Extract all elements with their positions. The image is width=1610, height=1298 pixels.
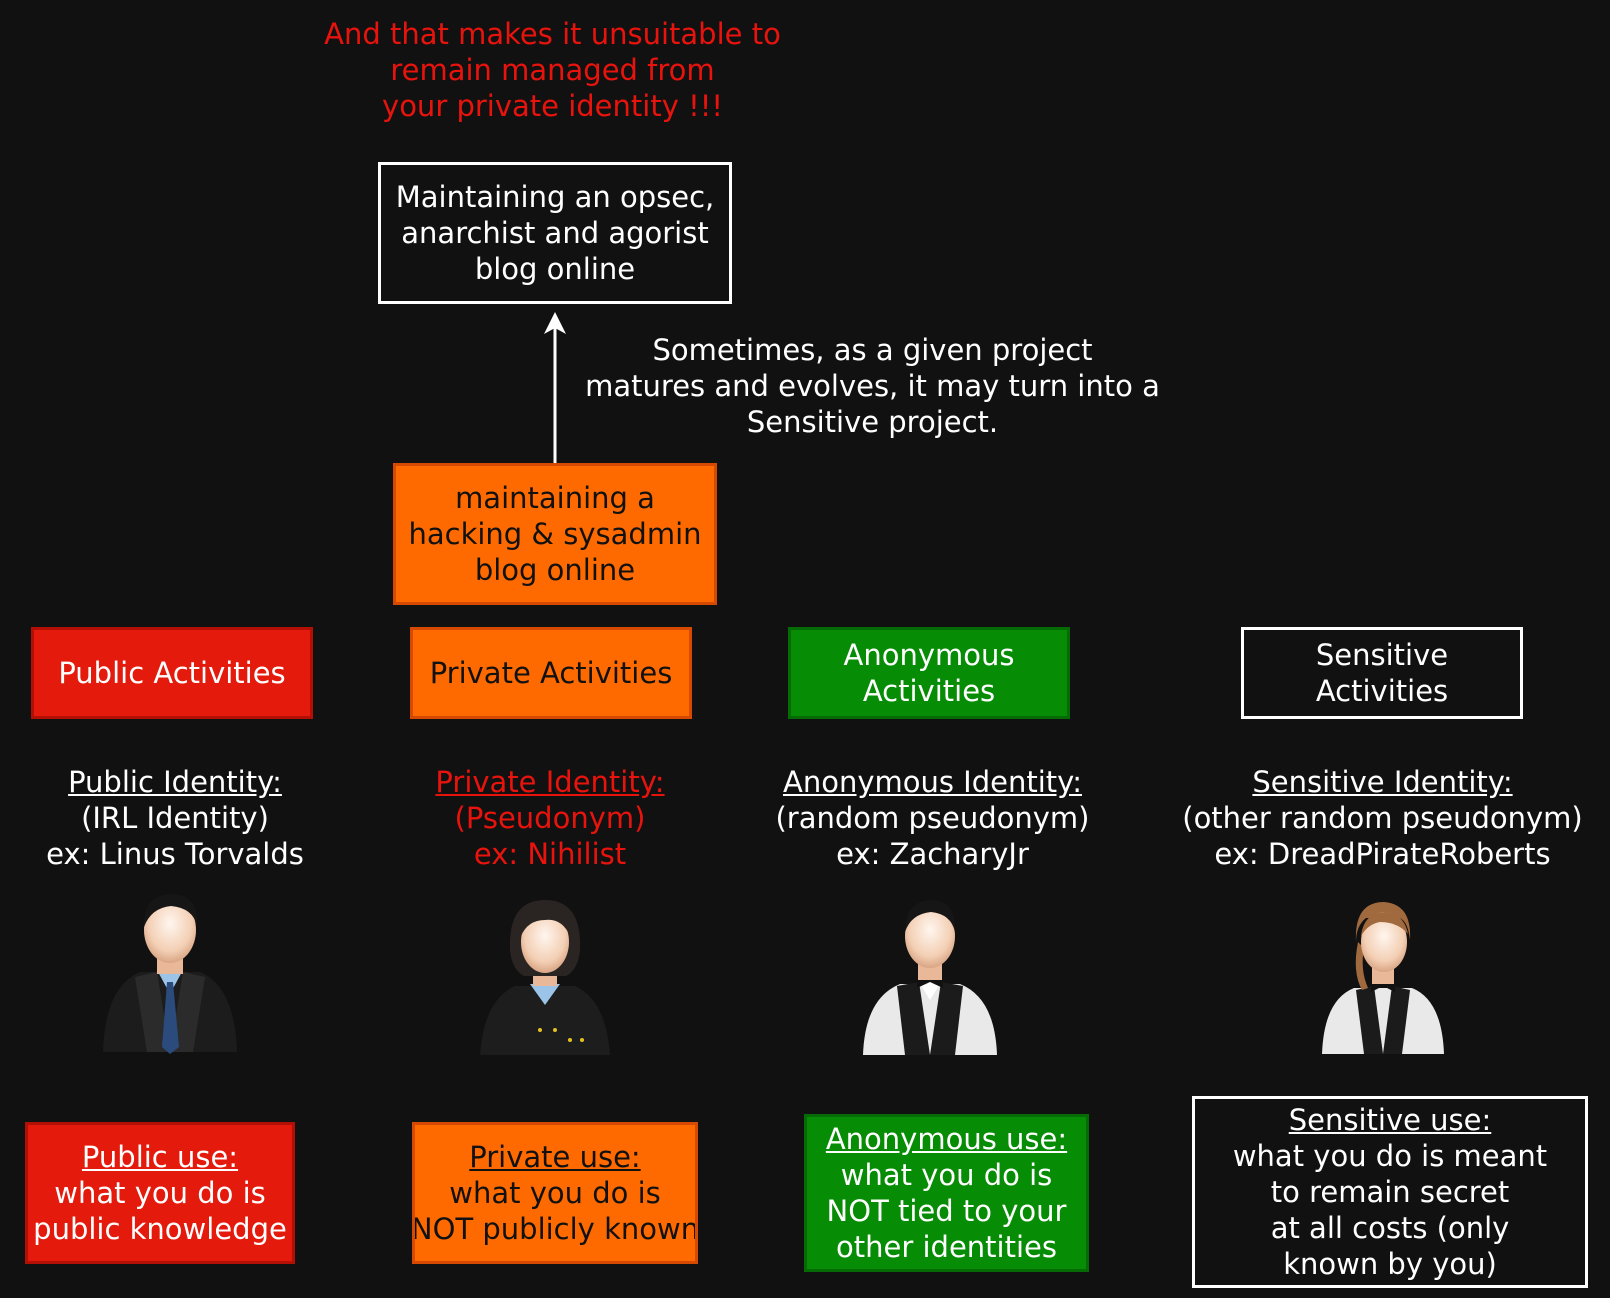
sensitive-use-box: Sensitive use: what you do is meant to r…: [1192, 1096, 1588, 1288]
use-line: what you do is: [54, 1176, 266, 1210]
use-line: what you do is: [449, 1176, 661, 1210]
use-line: public knowledge: [33, 1212, 287, 1246]
identity-line: (IRL Identity): [81, 801, 269, 835]
use-line: NOT publicly known: [412, 1212, 698, 1246]
activity-label: Sensitive: [1315, 638, 1449, 672]
waiter-woman-avatar: [1322, 902, 1444, 1054]
sensitive-identity-text: Sensitive Identity: (other random pseudo…: [1170, 764, 1595, 872]
warning-line: your private identity !!!: [382, 89, 723, 123]
use-line: NOT tied to your: [826, 1194, 1067, 1228]
warning-text: And that makes it unsuitable to remain m…: [300, 16, 805, 124]
identity-title: Sensitive Identity:: [1252, 765, 1513, 799]
activity-label: Public Activities: [58, 656, 286, 690]
anonymous-activities-box: Anonymous Activities: [788, 627, 1070, 719]
private-project-box: maintaining a hacking & sysadmin blog on…: [393, 463, 717, 605]
use-title: Public use:: [81, 1140, 239, 1174]
activity-label: Anonymous: [843, 638, 1015, 672]
sensitive-project-line: anarchist and agorist: [401, 216, 709, 250]
anonymous-identity-text: Anonymous Identity: (random pseudonym) e…: [760, 764, 1105, 872]
private-activities-box: Private Activities: [410, 627, 692, 719]
sensitive-project-box: Maintaining an opsec, anarchist and agor…: [378, 162, 732, 304]
arrow-note-line: Sometimes, as a given project: [652, 333, 1093, 367]
identity-title: Anonymous Identity:: [782, 765, 1082, 799]
identity-title: Public Identity:: [68, 765, 282, 799]
activity-label: Activities: [1315, 674, 1449, 708]
use-line: what you do is: [840, 1158, 1053, 1192]
use-title: Anonymous use:: [825, 1122, 1068, 1156]
use-line: known by you): [1283, 1247, 1497, 1281]
activity-label: Private Activities: [429, 656, 673, 690]
waiter-man-avatar: [863, 900, 997, 1055]
identity-line: ex: ZacharyJr: [836, 837, 1029, 871]
identity-line: ex: Nihilist: [473, 837, 627, 871]
use-title: Sensitive use:: [1288, 1103, 1492, 1137]
use-line: at all costs (only: [1270, 1211, 1510, 1245]
private-identity-text: Private Identity: (Pseudonym) ex: Nihili…: [395, 764, 705, 872]
man-in-suit-avatar: [103, 894, 237, 1054]
private-project-line: hacking & sysadmin: [408, 517, 702, 551]
identity-line: (Pseudonym): [454, 801, 646, 835]
arrow-note-line: matures and evolves, it may turn into a: [585, 369, 1160, 403]
woman-in-uniform-avatar: [480, 900, 610, 1055]
use-line: to remain secret: [1270, 1175, 1510, 1209]
sensitive-activities-box: Sensitive Activities: [1241, 627, 1523, 719]
use-title: Private use:: [469, 1140, 641, 1174]
activity-label: Activities: [862, 674, 996, 708]
public-identity-text: Public Identity: (IRL Identity) ex: Linu…: [20, 764, 330, 872]
identity-title: Private Identity:: [435, 765, 665, 799]
arrow-note: Sometimes, as a given project matures an…: [560, 332, 1185, 440]
public-activities-box: Public Activities: [31, 627, 313, 719]
identity-line: ex: DreadPirateRoberts: [1214, 837, 1551, 871]
public-use-box: Public use: what you do is public knowle…: [25, 1122, 295, 1264]
evolution-arrow: [544, 312, 566, 464]
private-project-line: maintaining a: [455, 481, 655, 515]
identity-line: (random pseudonym): [775, 801, 1090, 835]
arrow-note-line: Sensitive project.: [746, 405, 999, 439]
private-use-box: Private use: what you do is NOT publicly…: [412, 1122, 698, 1264]
identity-line: ex: Linus Torvalds: [46, 837, 304, 871]
use-line: other identities: [836, 1230, 1057, 1264]
anonymous-use-box: Anonymous use: what you do is NOT tied t…: [804, 1114, 1089, 1272]
warning-line: remain managed from: [390, 53, 715, 87]
use-line: what you do is meant: [1232, 1139, 1548, 1173]
warning-line: And that makes it unsuitable to: [324, 17, 781, 51]
sensitive-project-line: blog online: [474, 252, 636, 286]
private-project-line: blog online: [474, 553, 636, 587]
sensitive-project-line: Maintaining an opsec,: [395, 180, 715, 214]
identity-line: (other random pseudonym): [1182, 801, 1583, 835]
